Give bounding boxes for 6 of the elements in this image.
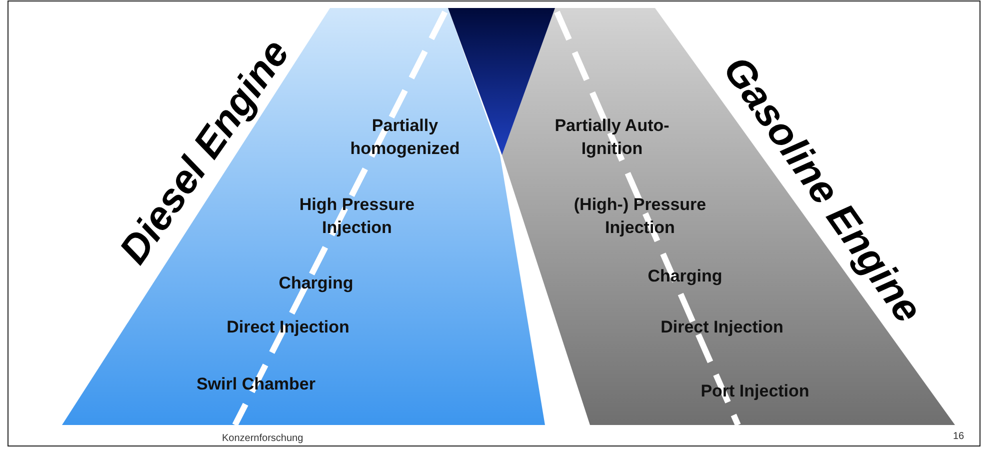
road-label: Partially homogenized xyxy=(349,115,461,160)
road-label: Direct Injection xyxy=(226,316,350,338)
page-number: 16 xyxy=(953,431,964,442)
road-label: Charging xyxy=(278,272,354,294)
road-label: Direct Injection xyxy=(660,316,784,338)
road-label: Partially Auto-Ignition xyxy=(554,115,670,160)
